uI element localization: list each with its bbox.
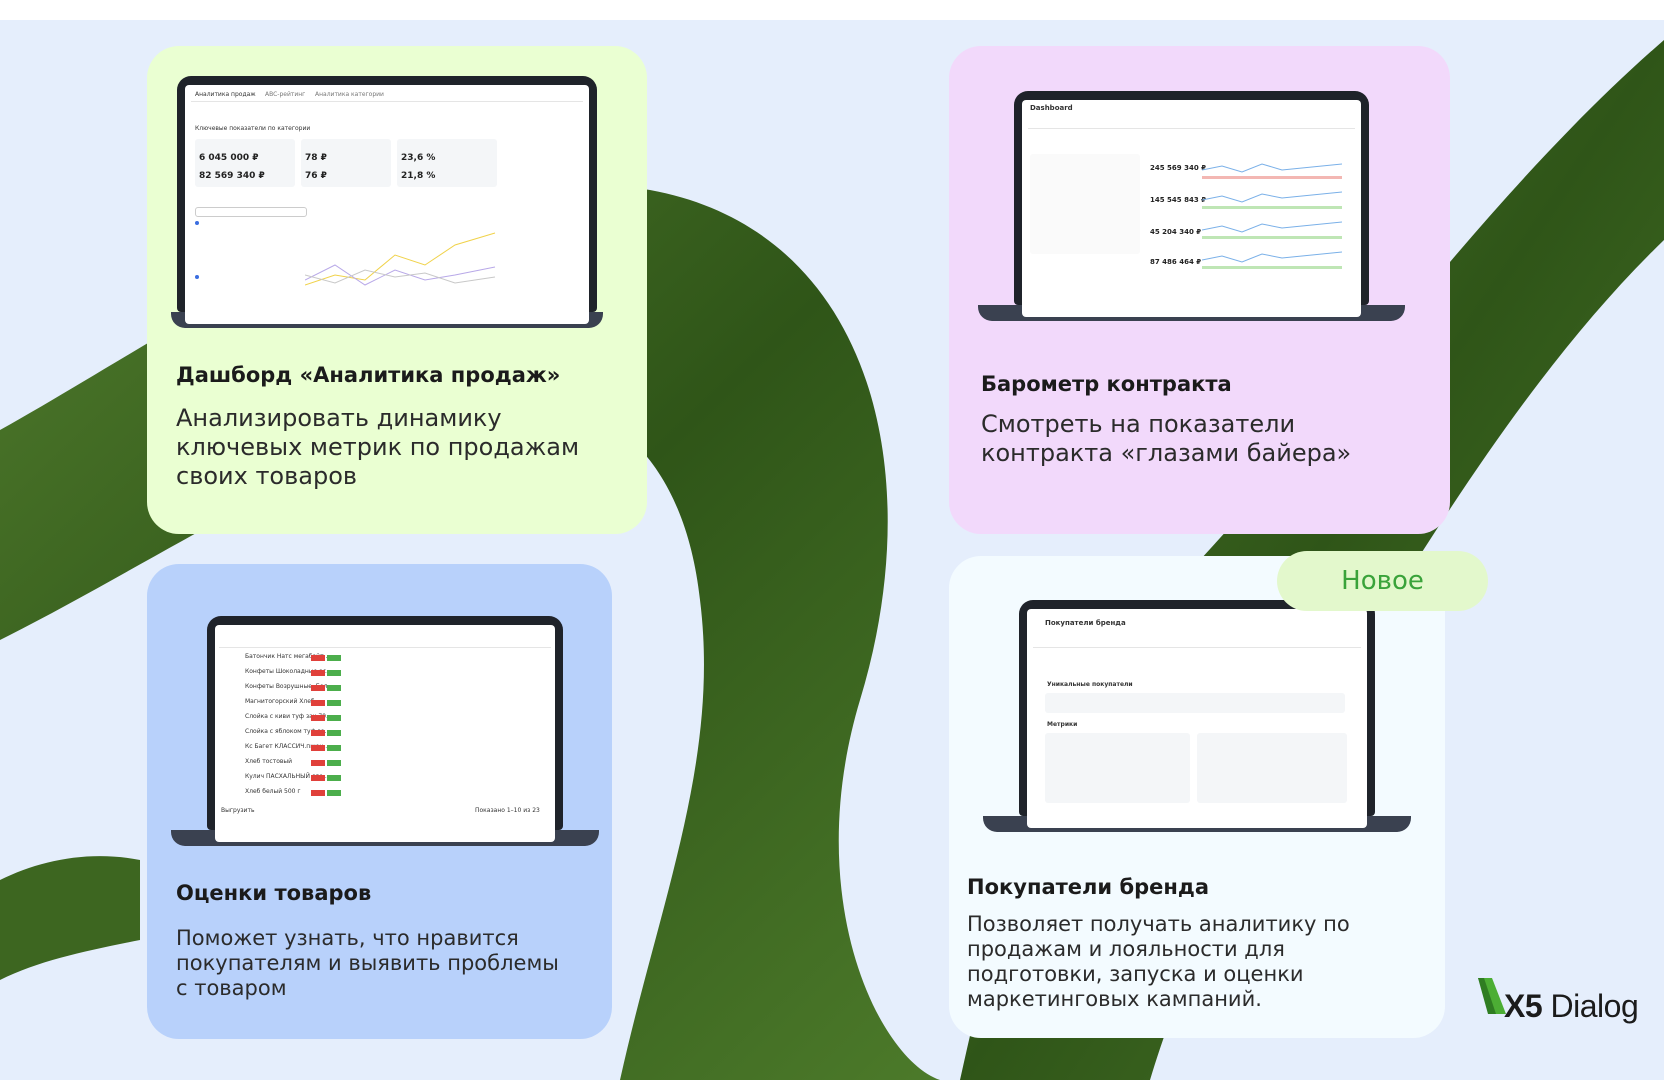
card-sales-dashboard[interactable]: Аналитика продаж ABC-рейтинг Аналитика к… <box>147 46 647 534</box>
card-product-ratings[interactable]: Батончик Натс мегабайт... Конфеты Шокола… <box>147 564 612 1039</box>
card-contract-barometer[interactable]: Dashboard 245 569 340 ₽ 145 545 843 ₽ 45… <box>949 46 1450 534</box>
buyers-screen-preview: Покупатели бренда Уникальные покупатели … <box>1027 609 1367 828</box>
barometer-sparklines <box>1202 163 1342 269</box>
kpi-price-prev: 76 ₽ <box>305 171 327 181</box>
table-row: Конфеты Шоколадные ас... <box>245 668 332 675</box>
x5-dialog-wordmark: X5 Dialog <box>1504 988 1639 1024</box>
card-title-buyers: Покупатели бренда <box>967 875 1210 899</box>
export-link: Выгрузить <box>221 807 255 814</box>
table-row: Батончик Натс мегабайт... <box>245 653 330 660</box>
rating-color-chips <box>311 655 325 805</box>
new-badge: Новое <box>1277 551 1488 611</box>
sales-line-chart <box>305 232 496 286</box>
card-title-sales: Дашборд «Аналитика продаж» <box>176 363 561 387</box>
sales-section-title: Ключевые показатели по категории <box>195 125 311 132</box>
laptop-sales: Аналитика продаж ABC-рейтинг Аналитика к… <box>171 76 603 328</box>
barometer-value-4: 87 486 464 ₽ <box>1150 258 1202 266</box>
table-row: Кулич ПАСХАЛЬНЫЙ сдо... <box>245 773 329 780</box>
tab-abc: ABC-рейтинг <box>265 91 306 98</box>
tab-sales: Аналитика продаж <box>195 91 256 98</box>
kpi-share-value: 23,6 % <box>401 153 436 163</box>
kpi-sales-prev: 82 569 340 ₽ <box>199 171 265 181</box>
tab-category: Аналитика категории <box>315 91 384 98</box>
card-desc-barometer: Смотреть на показатели контракта «глазам… <box>981 410 1352 467</box>
table-row: Кс Багет КЛАССИЧ.пшен... <box>245 743 330 750</box>
card-desc-buyers: Позволяет получать аналитику по продажам… <box>967 912 1350 1011</box>
barometer-heading: Dashboard <box>1030 104 1073 112</box>
buyers-section-unique: Уникальные покупатели <box>1047 681 1133 688</box>
card-title-ratings: Оценки товаров <box>176 881 372 905</box>
card-title-barometer: Барометр контракта <box>981 372 1232 396</box>
card-desc-ratings: Поможет узнать, что нравится покупателям… <box>176 926 559 1000</box>
barometer-value-2: 145 545 843 ₽ <box>1150 196 1207 204</box>
barometer-screen-preview: Dashboard 245 569 340 ₽ 145 545 843 ₽ 45… <box>1022 100 1361 317</box>
pagination-info: Показано 1–10 из 23 <box>475 807 540 814</box>
table-row: Магнитогорский Хлеб <box>245 698 315 705</box>
buyers-heading: Покупатели бренда <box>1045 619 1126 627</box>
laptop-barometer: Dashboard 245 569 340 ₽ 145 545 843 ₽ 45… <box>978 91 1405 321</box>
table-row: Хлеб белый 500 г <box>245 788 301 795</box>
table-row: Хлеб тостовый <box>245 758 293 765</box>
buyers-section-metrics: Метрики <box>1047 721 1078 728</box>
kpi-sales-value: 6 045 000 ₽ <box>199 153 259 163</box>
x5-dialog-logo: X5 Dialog <box>1476 974 1646 1030</box>
laptop-ratings: Батончик Натс мегабайт... Конфеты Шокола… <box>171 616 599 846</box>
x5-logo-mark-icon <box>1478 978 1506 1014</box>
table-row: Слойка с яблоком туф за... <box>245 728 331 735</box>
table-row: Конфеты Возрушные, Бел... <box>245 683 334 690</box>
barometer-value-1: 245 569 340 ₽ <box>1150 164 1207 172</box>
ratings-table: Батончик Натс мегабайт... Конфеты Шокола… <box>245 653 333 803</box>
ratings-screen-preview: Батончик Натс мегабайт... Конфеты Шокола… <box>215 625 555 842</box>
laptop-buyers: Покупатели бренда Уникальные покупатели … <box>983 600 1411 832</box>
kpi-price-value: 78 ₽ <box>305 153 327 163</box>
card-brand-buyers[interactable]: Покупатели бренда Уникальные покупатели … <box>949 556 1445 1038</box>
table-row: Слойка с киви туф зак 70... <box>245 713 332 720</box>
sales-screen-preview: Аналитика продаж ABC-рейтинг Аналитика к… <box>185 85 589 324</box>
card-desc-sales: Анализировать динамику ключевых метрик п… <box>176 404 580 490</box>
barometer-value-3: 45 204 340 ₽ <box>1150 228 1202 236</box>
top-strip <box>0 0 1664 20</box>
kpi-share-prev: 21,8 % <box>401 171 436 181</box>
